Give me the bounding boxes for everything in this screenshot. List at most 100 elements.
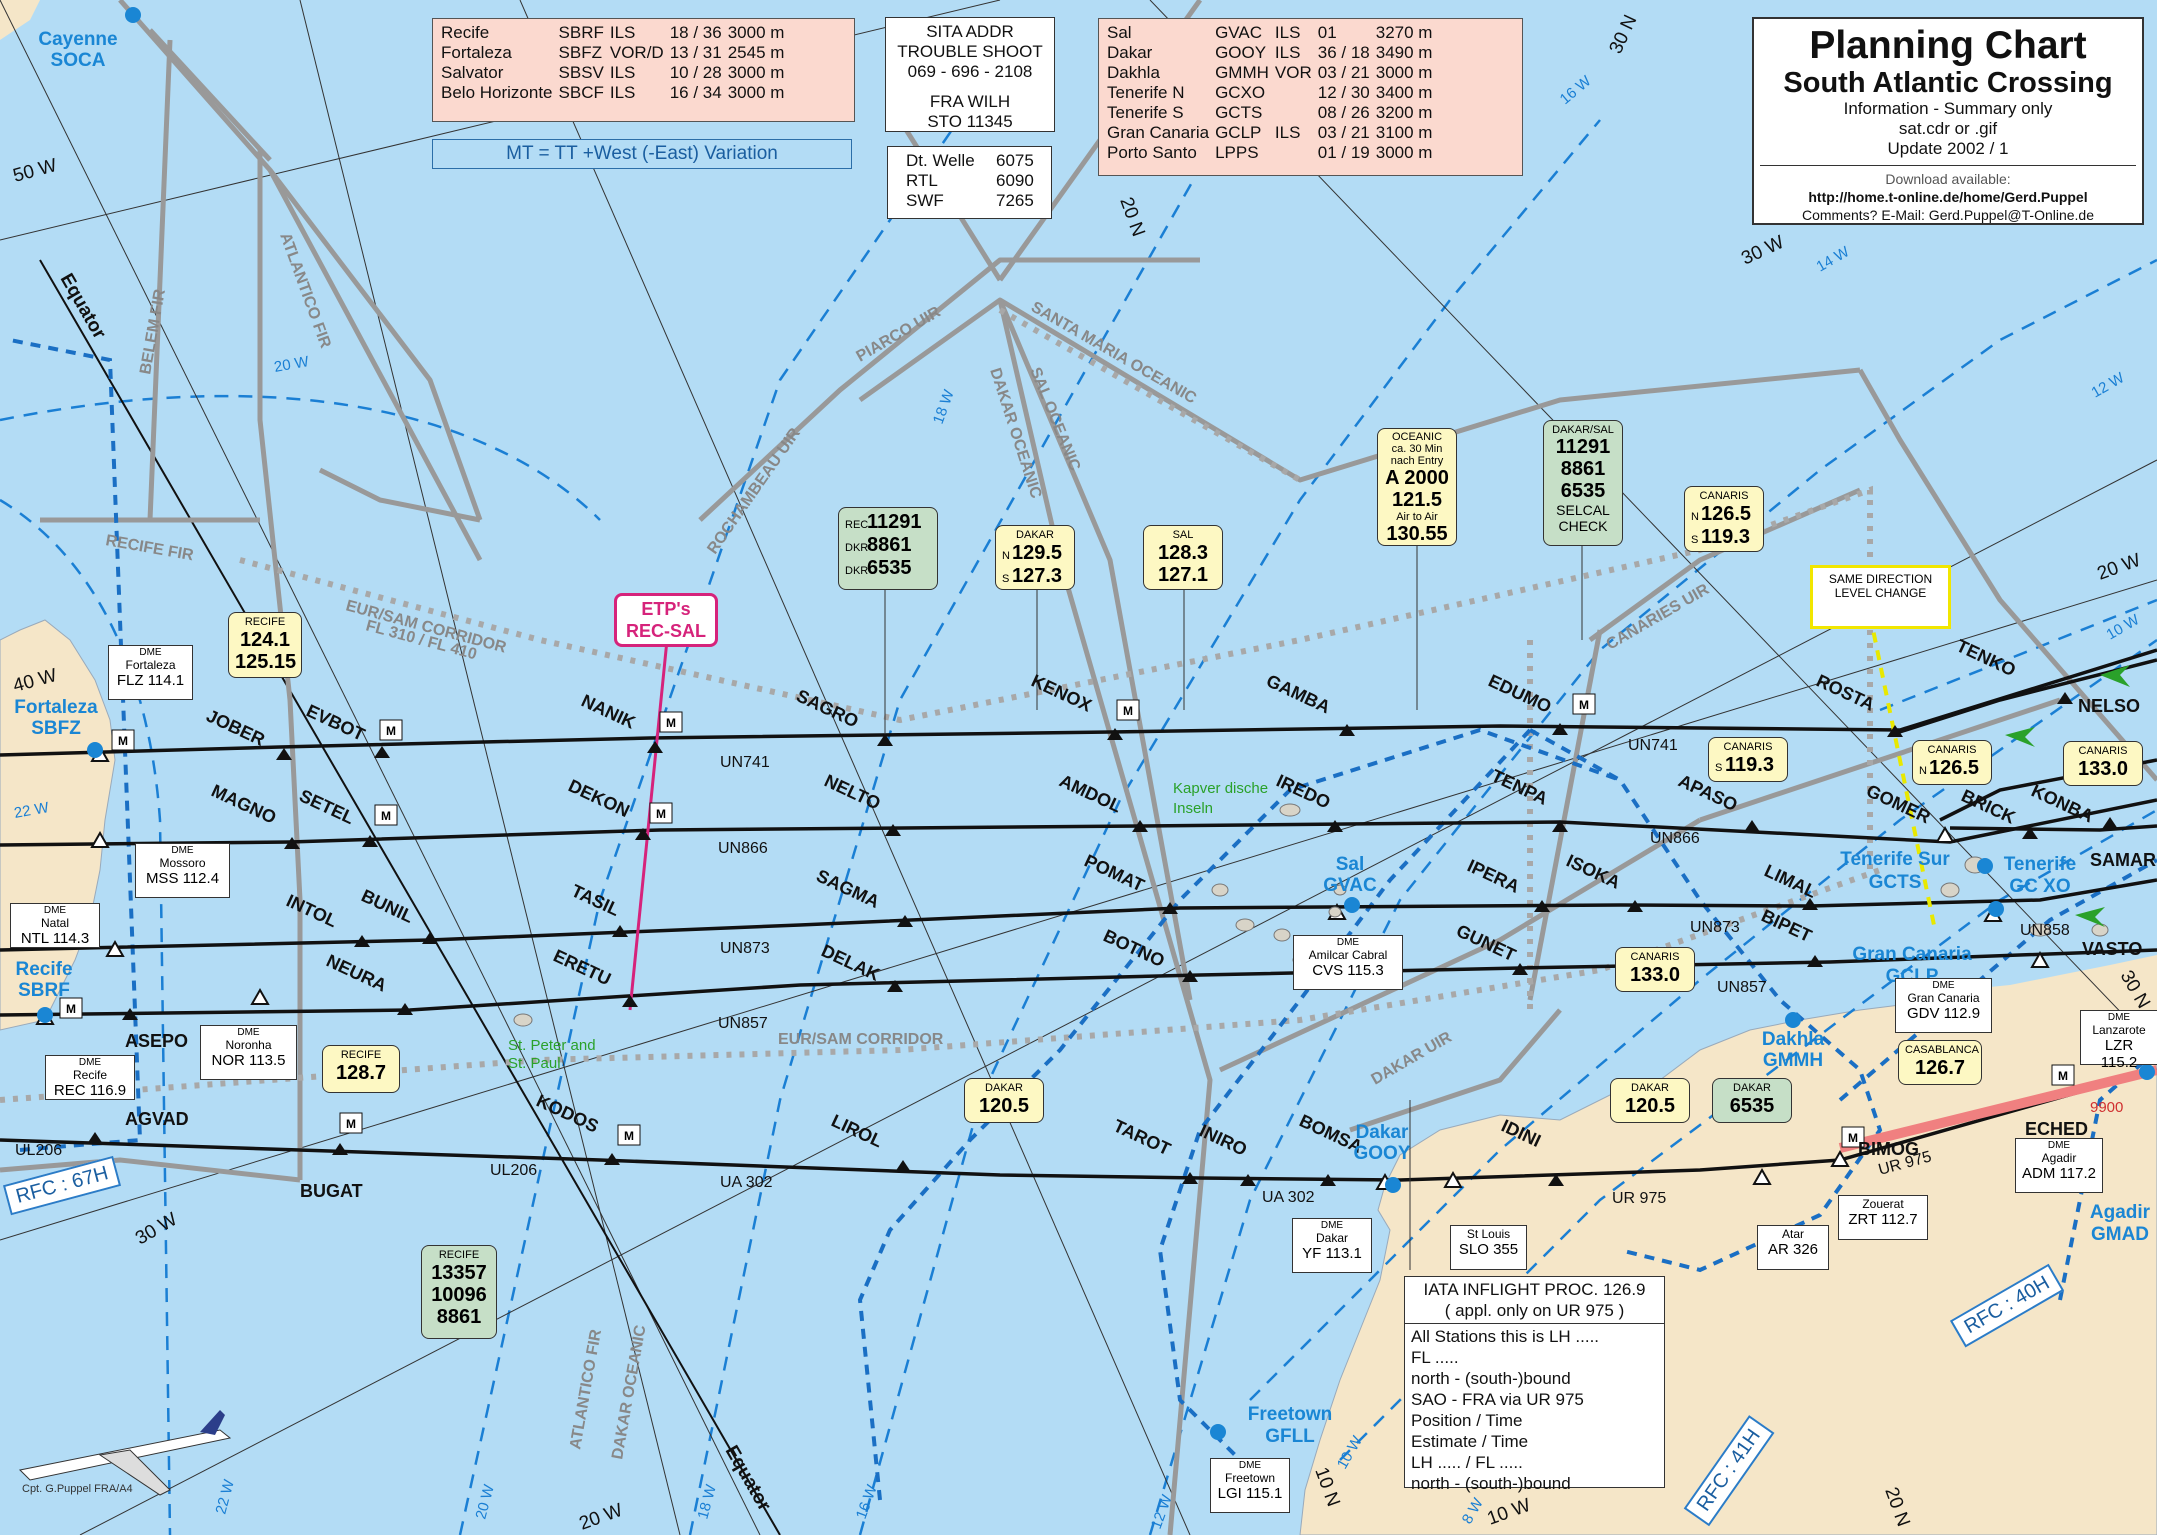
freq-recife-1: RECIFE 124.1 125.15 — [228, 612, 302, 678]
wp-bugat: BUGAT — [300, 1181, 363, 1201]
etp-label: ETP's REC-SAL — [614, 593, 718, 647]
freq-canaris-133b: CANARIS 133.0 — [1615, 947, 1695, 992]
airway-ul206: UL206 — [15, 1142, 62, 1159]
freq-canaris-133a: CANARIS 133.0 — [2063, 741, 2143, 786]
sita-box: SITA ADDR TROUBLE SHOOT 069 - 696 - 2108… — [885, 17, 1055, 132]
wp-nelso: NELSO — [2078, 696, 2140, 716]
list-item: north - (south-)bound — [1411, 1369, 1571, 1388]
altitude-9900: 9900 — [2090, 1099, 2123, 1116]
list-item: Estimate / Time — [1411, 1432, 1529, 1451]
svg-text:M: M — [1123, 704, 1133, 718]
airport-tenerife-code: GC XO — [2009, 876, 2070, 897]
airliner-illustration — [18, 1410, 232, 1496]
route-9900 — [1838, 1065, 2157, 1153]
south-america-north — [0, 0, 40, 40]
airway-un857: UN857 — [718, 1015, 768, 1032]
airport-cayenne-code: SOCA — [51, 50, 106, 71]
svg-text:M: M — [624, 1129, 634, 1143]
airway-un741b: UN741 — [1628, 737, 1678, 754]
wp-vasto: VASTO — [2082, 939, 2142, 959]
svg-text:M: M — [346, 1117, 356, 1131]
airport-cayenne: Cayenne — [38, 29, 117, 50]
airport-agadir: Agadir — [2090, 1202, 2151, 1223]
wp-asepo: ASEPO — [125, 1031, 188, 1051]
airway-ua302b: UA 302 — [1262, 1189, 1315, 1206]
aircraft-markers — [2005, 665, 2130, 927]
list-item: north - (south-)bound — [1411, 1474, 1571, 1493]
list-item: Position / Time — [1411, 1411, 1523, 1430]
etp-line — [628, 639, 669, 1011]
variation-note: MT = TT +West (-East) Variation — [432, 139, 852, 169]
airport-tenerifesur: Tenerife Sur — [1840, 849, 1950, 870]
freq-dakar-120b: DAKAR 120.5 — [1610, 1078, 1690, 1123]
airway-un873b: UN873 — [1690, 919, 1740, 936]
airport-freetown: Freetown — [1248, 1404, 1332, 1425]
kapverde-label-2: Inseln — [1173, 800, 1213, 817]
svg-text:M: M — [118, 734, 128, 748]
wp-agvad: AGVAD — [125, 1109, 189, 1129]
airport-dakhla: Dakhla — [1762, 1029, 1825, 1050]
airport-agadir-code: GMAD — [2091, 1224, 2149, 1245]
download-link[interactable]: http://home.t-online.de/home/Gerd.Puppel — [1808, 189, 2088, 205]
credit: Cpt. G.Puppel FRA/A4 — [22, 1483, 133, 1495]
airport-dakar-code: GOOY — [1353, 1143, 1410, 1164]
page-subtitle: South Atlantic Crossing — [1783, 67, 2113, 99]
same-direction-label: SAME DIRECTION LEVEL CHANGE — [1810, 565, 1951, 629]
svg-text:M: M — [66, 1002, 76, 1016]
page-title: Planning Chart — [1809, 24, 2087, 67]
wp-bimog: BIMOG — [1858, 1139, 1919, 1159]
airport-sal: Sal — [1336, 854, 1365, 875]
freq-dakar-6535: DAKAR 6535 — [1712, 1078, 1792, 1123]
airport-recife-code: SBRF — [18, 980, 70, 1001]
svg-text:M: M — [666, 716, 676, 730]
list-item: FL ..... — [1411, 1348, 1459, 1367]
leader-lines — [884, 540, 1583, 1270]
freq-recife-hf: RECIFE 13357 10096 8861 — [421, 1245, 497, 1339]
svg-text:20 W: 20 W — [273, 353, 311, 376]
airport-recife: Recife — [15, 959, 72, 980]
airway-un866: UN866 — [718, 840, 768, 857]
freq-casablanca: CASABLANCA 126.7 — [1898, 1040, 1982, 1085]
airway-un858: UN858 — [2020, 922, 2070, 939]
svg-text:M: M — [656, 807, 666, 821]
airway-ul206b: UL206 — [490, 1162, 537, 1179]
freq-sal: SAL 128.3 127.1 — [1143, 525, 1223, 590]
freq-rec-dkr: REC11291 DKR8861 DKR6535 — [838, 507, 938, 590]
airport-fortaleza-code: SBFZ — [31, 718, 81, 739]
list-item: All Stations this is LH ..... — [1411, 1327, 1600, 1346]
airport-dakhla-code: GMMH — [1763, 1050, 1823, 1071]
equator-line — [39, 259, 781, 1535]
m-markers: M M M M M M M M M M M M — [59, 693, 2075, 1148]
place-labels: Kapver dische Inseln St. Peter and St. P… — [508, 780, 1268, 1072]
airway-ua302: UA 302 — [720, 1174, 773, 1191]
list-item: SAO - FRA via UR 975 — [1411, 1390, 1584, 1409]
airway-labels: UN741 UN741 UN866 UN866 UN873 UN873 UN85… — [15, 737, 2070, 1207]
freq-dakar-sal: DAKAR/SAL 11291 8861 6535 SELCAL CHECK — [1543, 420, 1623, 546]
title-block: Planning Chart South Atlantic Crossing I… — [1752, 17, 2144, 225]
